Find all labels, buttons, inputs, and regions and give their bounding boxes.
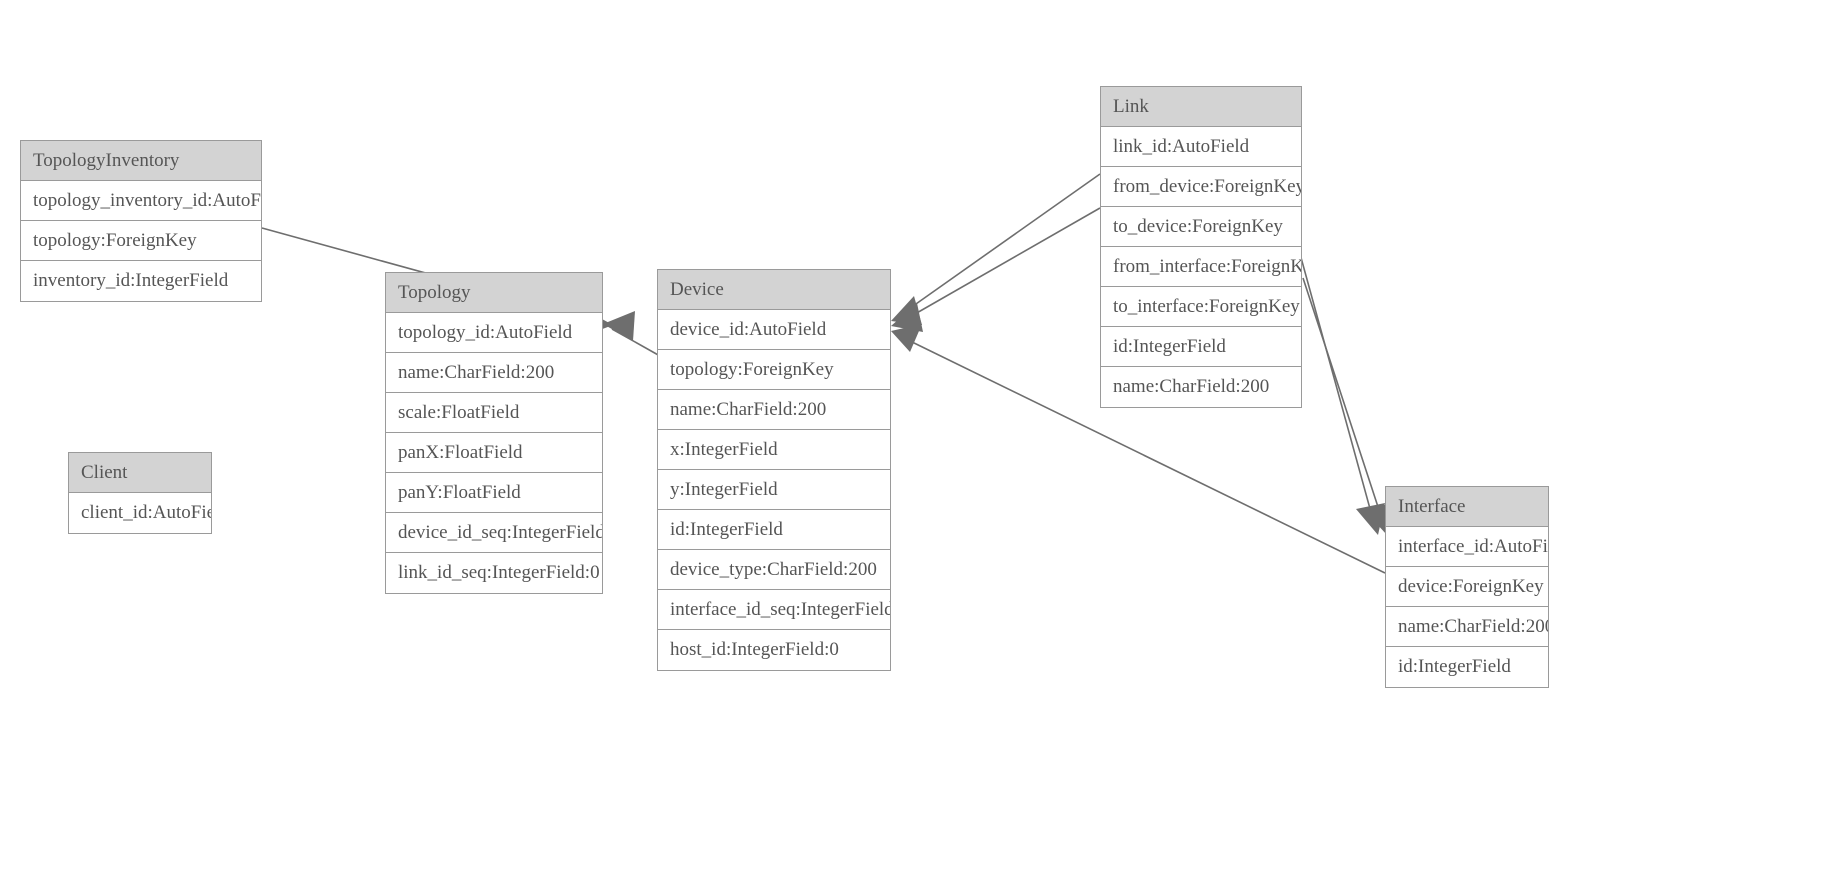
attribute-row[interactable]: inventory_id:IntegerField [21, 261, 261, 301]
entity-interface[interactable]: Interface interface_id:AutoField device:… [1385, 486, 1549, 688]
attribute-row[interactable]: topology_id:AutoField [386, 313, 602, 353]
attribute-row[interactable]: topology_inventory_id:AutoField [21, 181, 261, 221]
attribute-row[interactable]: id:IntegerField [1386, 647, 1548, 687]
attribute-row[interactable]: device_id:AutoField [658, 310, 890, 350]
attribute-row[interactable]: device_type:CharField:200 [658, 550, 890, 590]
attribute-row[interactable]: interface_id_seq:IntegerField:0 [658, 590, 890, 630]
entity-title-interface: Interface [1386, 487, 1548, 527]
attribute-row[interactable]: from_device:ForeignKey [1101, 167, 1301, 207]
attribute-row[interactable]: to_device:ForeignKey [1101, 207, 1301, 247]
entity-title-link: Link [1101, 87, 1301, 127]
attribute-row[interactable]: name:CharField:200 [1101, 367, 1301, 407]
relationship-link-to-device [891, 207, 1101, 332]
entity-title-topology: Topology [386, 273, 602, 313]
entity-topology[interactable]: Topology topology_id:AutoField name:Char… [385, 272, 603, 594]
entity-title-device: Device [658, 270, 890, 310]
entity-title-client: Client [69, 453, 211, 493]
attribute-row[interactable]: x:IntegerField [658, 430, 890, 470]
attribute-row[interactable]: topology:ForeignKey [21, 221, 261, 261]
attribute-row[interactable]: from_interface:ForeignKey [1101, 247, 1301, 287]
relationship-link-to-interface [1302, 277, 1393, 535]
attribute-row[interactable]: client_id:AutoField [69, 493, 211, 533]
entity-attributes-topologyinventory: topology_inventory_id:AutoField topology… [21, 181, 261, 301]
entity-attributes-interface: interface_id:AutoField device:ForeignKey… [1386, 527, 1548, 687]
attribute-row[interactable]: name:CharField:200 [386, 353, 602, 393]
entity-attributes-link: link_id:AutoField from_device:ForeignKey… [1101, 127, 1301, 407]
entity-link[interactable]: Link link_id:AutoField from_device:Forei… [1100, 86, 1302, 408]
attribute-row[interactable]: device_id_seq:IntegerField:0 [386, 513, 602, 553]
attribute-row[interactable]: topology:ForeignKey [658, 350, 890, 390]
attribute-row[interactable]: panX:FloatField [386, 433, 602, 473]
entity-attributes-client: client_id:AutoField [69, 493, 211, 533]
attribute-row[interactable]: host_id:IntegerField:0 [658, 630, 890, 670]
entity-attributes-device: device_id:AutoField topology:ForeignKey … [658, 310, 890, 670]
attribute-row[interactable]: panY:FloatField [386, 473, 602, 513]
relationship-device-topology [603, 311, 661, 357]
attribute-row[interactable]: name:CharField:200 [1386, 607, 1548, 647]
attribute-row[interactable]: y:IntegerField [658, 470, 890, 510]
attribute-row[interactable]: link_id_seq:IntegerField:0 [386, 553, 602, 593]
attribute-row[interactable]: id:IntegerField [1101, 327, 1301, 367]
attribute-row[interactable]: interface_id:AutoField [1386, 527, 1548, 567]
entity-attributes-topology: topology_id:AutoField name:CharField:200… [386, 313, 602, 593]
attribute-row[interactable]: to_interface:ForeignKey [1101, 287, 1301, 327]
attribute-row[interactable]: name:CharField:200 [658, 390, 890, 430]
relationship-link-from-interface [1296, 242, 1385, 535]
attribute-row[interactable]: scale:FloatField [386, 393, 602, 433]
entity-title-topologyinventory: TopologyInventory [21, 141, 261, 181]
attribute-row[interactable]: link_id:AutoField [1101, 127, 1301, 167]
attribute-row[interactable]: id:IntegerField [658, 510, 890, 550]
entity-device[interactable]: Device device_id:AutoField topology:Fore… [657, 269, 891, 671]
entity-client[interactable]: Client client_id:AutoField [68, 452, 212, 534]
entity-topologyinventory[interactable]: TopologyInventory topology_inventory_id:… [20, 140, 262, 302]
attribute-row[interactable]: device:ForeignKey [1386, 567, 1548, 607]
relationship-link-from-device [891, 173, 1101, 325]
